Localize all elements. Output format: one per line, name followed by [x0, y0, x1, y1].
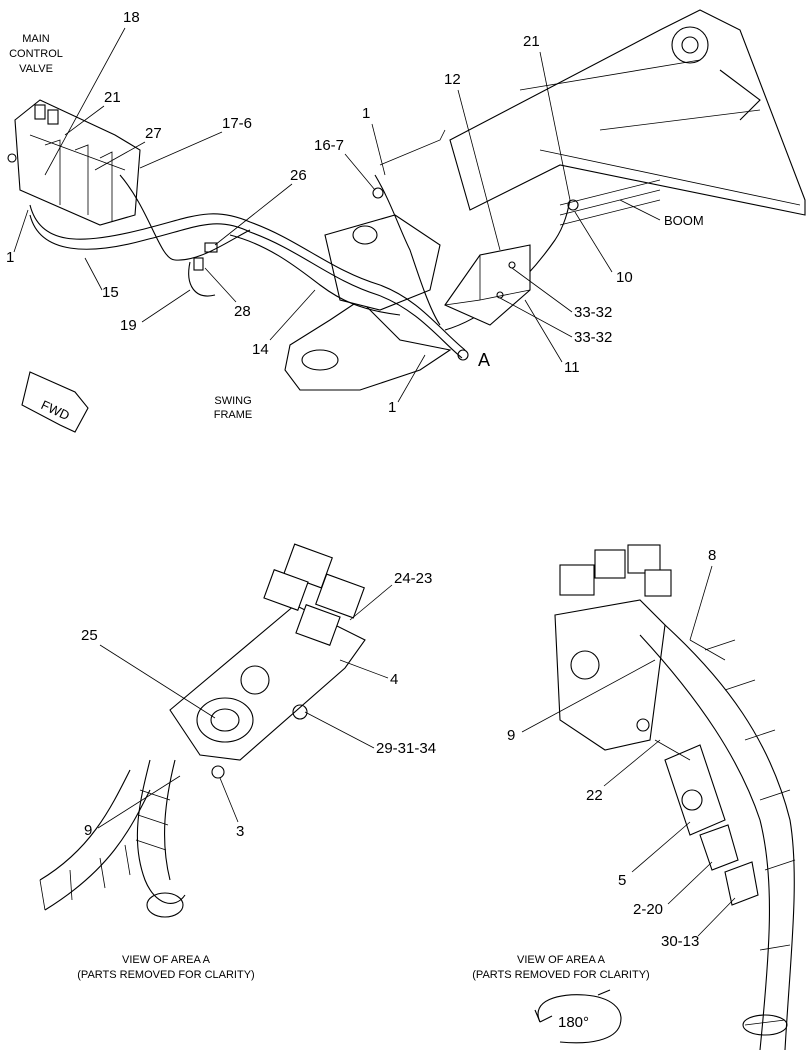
callout-22: 22 [586, 787, 603, 804]
main-control-valve [7, 99, 141, 226]
right-caption-1: VIEW OF AREA A [517, 954, 606, 966]
callout-17-6: 17-6 [222, 115, 252, 132]
callout-27: 27 [145, 125, 162, 142]
callout-5: 5 [618, 872, 626, 889]
callout-4: 4 [390, 671, 398, 688]
callout-33-32-b: 33-32 [574, 329, 612, 346]
callout-2-20: 2-20 [633, 901, 663, 918]
top-callouts: 18 21 27 17-6 1 15 26 28 19 14 16-7 1 12… [6, 9, 704, 416]
bottom-left-callouts: 24-23 25 4 29-31-34 9 3 [81, 570, 436, 840]
callout-1-left: 1 [6, 249, 14, 266]
right-caption-2: (PARTS REMOVED FOR CLARITY) [472, 969, 649, 981]
callout-8: 8 [708, 547, 716, 564]
tube-group [379, 129, 661, 226]
callout-28: 28 [234, 303, 251, 320]
mcv-label-2: CONTROL [9, 48, 63, 60]
callout-3: 3 [236, 823, 244, 840]
clips [193, 187, 579, 361]
forward-arrow-icon: FWD [21, 371, 89, 433]
callout-29-31-34: 29-31-34 [376, 740, 436, 757]
callout-11: 11 [564, 359, 580, 376]
callout-1-mid: 1 [362, 105, 370, 122]
callout-26: 26 [290, 167, 307, 184]
callout-9-right: 9 [507, 727, 515, 744]
callout-21: 21 [104, 89, 121, 106]
callout-19: 19 [120, 317, 137, 334]
swing-frame-label-2: FRAME [214, 409, 253, 421]
mcv-label-1: MAIN [22, 33, 50, 45]
swing-frame [284, 214, 452, 391]
left-caption-2: (PARTS REMOVED FOR CLARITY) [77, 969, 254, 981]
callout-33-32-a: 33-32 [574, 304, 612, 321]
rotation-label: 180° [558, 1014, 589, 1031]
area-a-view-left [39, 543, 366, 918]
left-caption-1: VIEW OF AREA A [122, 954, 211, 966]
callout-21-right: 21 [523, 33, 540, 50]
callout-12: 12 [444, 71, 461, 88]
callout-25: 25 [81, 627, 98, 644]
area-a-label: A [478, 350, 490, 370]
rotate-180-icon: 180° [534, 989, 622, 1044]
callout-30-13: 30-13 [661, 933, 699, 950]
callout-9-left: 9 [84, 822, 92, 839]
callout-10: 10 [616, 269, 633, 286]
block-12 [444, 244, 531, 326]
boom-assembly [449, 9, 806, 216]
area-a-view-right [554, 544, 796, 1051]
hose-bundle [29, 174, 571, 359]
callout-16-7: 16-7 [314, 137, 344, 154]
callout-15: 15 [102, 284, 119, 301]
callout-24-23: 24-23 [394, 570, 432, 587]
mcv-label-3: VALVE [19, 63, 53, 75]
bottom-right-callouts: 8 9 22 5 2-20 30-13 [507, 547, 736, 950]
callout-18: 18 [123, 9, 140, 26]
swing-frame-label-1: SWING [214, 395, 251, 407]
callout-14: 14 [252, 341, 269, 358]
boom-label: BOOM [664, 213, 704, 228]
callout-1-bottom: 1 [388, 399, 396, 416]
